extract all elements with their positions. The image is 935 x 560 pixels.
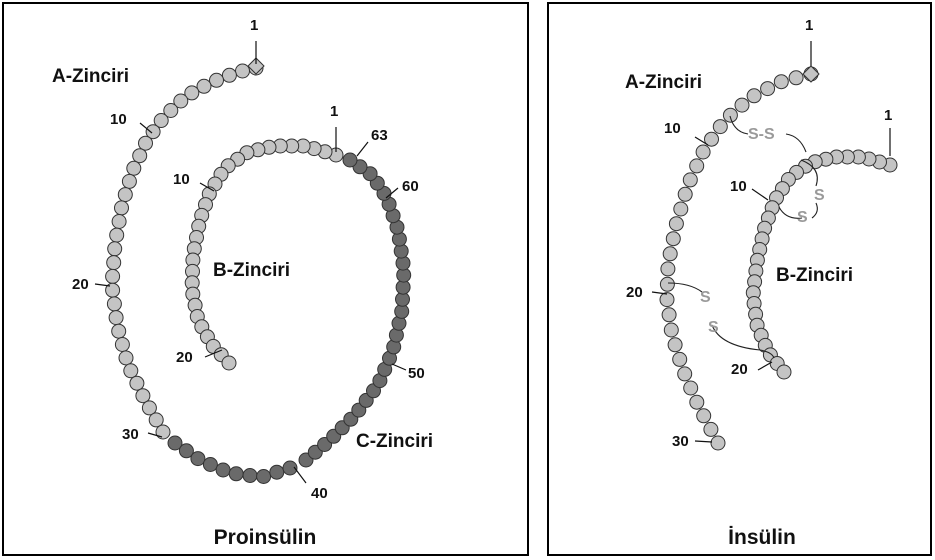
proinsulin-c-residue-30	[343, 153, 357, 167]
disulfide-s-b2: S	[797, 209, 808, 226]
insulin-a30-label: 30	[672, 433, 689, 450]
proinsulin-a-residue-28	[124, 364, 138, 378]
insulin-a-residue-5	[747, 89, 761, 103]
insulin-a-residue-25	[678, 367, 692, 381]
insulin-a-residue-10	[696, 145, 710, 159]
disulfide-ss-top: S-S	[748, 126, 775, 143]
insulin-a-residue-18	[661, 262, 675, 276]
proinsulin-b20-label: 20	[176, 349, 193, 366]
insulin-b-residue-30	[777, 365, 791, 379]
insulin-b-chain-label: B-Zinciri	[776, 265, 853, 286]
insulin-a-residue-8	[713, 120, 727, 134]
insulin-a-residue-29	[704, 422, 718, 436]
insulin-b20-label: 20	[731, 361, 748, 378]
insulin-a-residue-15	[669, 217, 683, 231]
disulfide-s-a2: S	[708, 319, 719, 336]
proinsulin-a-residue-25	[112, 324, 126, 338]
proinsulin-c-lower-residue-9	[270, 465, 284, 479]
insulin-a-residue-30	[711, 436, 725, 450]
proinsulin-a-residue-11	[139, 136, 153, 150]
proinsulin-a-residue-19	[108, 242, 122, 256]
proinsulin-c60-label: 60	[402, 178, 419, 195]
proinsulin-a-residue-24	[109, 311, 123, 325]
proinsulin-a30-label: 30	[122, 426, 139, 443]
proinsulin-a-residue-26	[115, 338, 129, 352]
insulin-a-residue-12	[683, 173, 697, 187]
insulin-a-residue-22	[664, 323, 678, 337]
proinsulin-a-residue-17	[112, 215, 126, 229]
insulin-a-residue-21	[662, 308, 676, 322]
proinsulin-a-residue-4	[210, 73, 224, 87]
disulfide-s-b1: S	[814, 187, 825, 204]
proinsulin-a-chain-label: A-Zinciri	[52, 66, 129, 87]
proinsulin-a-residue-12	[133, 149, 147, 163]
proinsulin-c-lower-residue-4	[203, 458, 217, 472]
insulin-a-residue-27	[690, 395, 704, 409]
insulin-a1-label: 1	[805, 17, 813, 34]
insulin-a-residue-28	[697, 409, 711, 423]
insulin-a-residue-7	[723, 108, 737, 122]
proinsulin-a-residue-16	[115, 201, 129, 215]
proinsulin-c-lower-residue-7	[243, 469, 257, 483]
insulin-a-residue-16	[666, 232, 680, 246]
proinsulin-a-residue-33	[156, 425, 170, 439]
insulin-b10-label: 10	[730, 178, 747, 195]
proinsulin-c-lower-residue-6	[229, 467, 243, 481]
proinsulin-a-residue-3	[222, 68, 236, 82]
insulin-a-residue-17	[663, 247, 677, 261]
proinsulin-a1-label: 1	[250, 17, 258, 34]
insulin-a-residue-2	[789, 71, 803, 85]
proinsulin-c-lower-residue-8	[257, 470, 271, 484]
proinsulin-c-lower-residue-5	[216, 463, 230, 477]
insulin-b1-label: 1	[884, 107, 892, 124]
insulin-a-residue-13	[678, 187, 692, 201]
insulin-a-residue-6	[735, 98, 749, 112]
proinsulin-title: Proinsülin	[214, 526, 317, 549]
insulin-a-residue-11	[690, 159, 704, 173]
proinsulin-a-residue-15	[118, 188, 132, 202]
insulin-a-residue-19	[660, 277, 674, 291]
proinsulin-a-residue-13	[127, 161, 141, 175]
insulin-a-residue-14	[674, 202, 688, 216]
proinsulin-c-lower-residue-3	[191, 452, 205, 466]
proinsulin-b-residue-30	[222, 356, 236, 370]
insulin-a20-label: 20	[626, 284, 643, 301]
insulin-a-residue-26	[684, 381, 698, 395]
proinsulin-a-residue-27	[119, 351, 133, 365]
proinsulin-c63-label: 63	[371, 127, 388, 144]
proinsulin-b1-label: 1	[330, 103, 338, 120]
proinsulin-a-residue-21	[106, 269, 120, 283]
proinsulin-a-residue-14	[122, 174, 136, 188]
proinsulin-a10-label: 10	[110, 111, 127, 128]
insulin-a-residue-20	[660, 293, 674, 307]
proinsulin-a-residue-20	[107, 256, 121, 270]
disulfide-s-a1: S	[700, 289, 711, 306]
insulin-a-residue-23	[668, 338, 682, 352]
insulin-a-chain-label: A-Zinciri	[625, 72, 702, 93]
proinsulin-a-residue-18	[110, 228, 124, 242]
insulin-a-residue-3	[774, 75, 788, 89]
proinsulin-b10-label: 10	[173, 171, 190, 188]
proinsulin-b-chain-label: B-Zinciri	[213, 260, 290, 281]
proinsulin-a-residue-23	[107, 297, 121, 311]
proinsulin-c50-label: 50	[408, 365, 425, 382]
proinsulin-c-chain-label: C-Zinciri	[356, 431, 433, 452]
proinsulin-a40-label: 40	[311, 485, 328, 502]
insulin-a-residue-24	[673, 352, 687, 366]
insulin-a10-label: 10	[664, 120, 681, 137]
insulin-a-residue-4	[761, 82, 775, 96]
insulin-panel	[548, 3, 931, 555]
proinsulin-a20-label: 20	[72, 276, 89, 293]
insulin-title: İnsülin	[728, 526, 796, 549]
proinsulin-a-residue-29	[130, 376, 144, 390]
